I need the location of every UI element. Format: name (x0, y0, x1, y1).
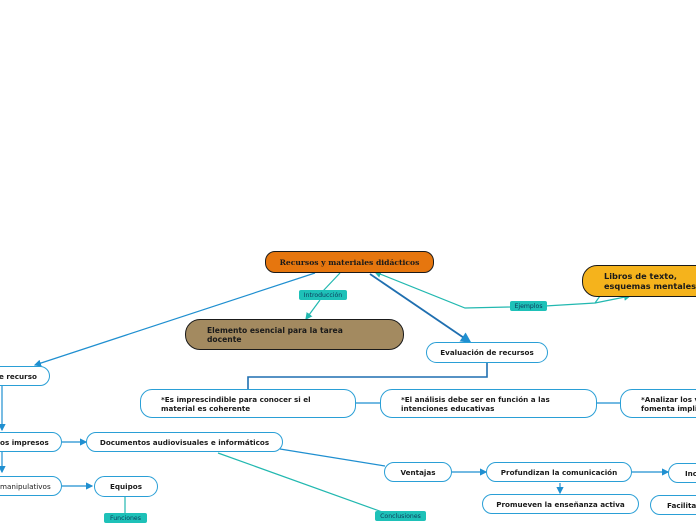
connector-root-introduccion (322, 272, 341, 292)
tag-ejemplos[interactable]: Ejemplos (510, 301, 547, 311)
node-imprescindible[interactable]: *Es imprescindible para conocer si el ma… (140, 389, 356, 418)
node-inc[interactable]: Inc (668, 463, 696, 483)
connector-root-tipos (33, 272, 316, 367)
connector-evaluacion-imprescindible (247, 363, 488, 391)
connector-audiovisuales-conclusiones (217, 452, 386, 514)
node-equipos[interactable]: Equipos (94, 476, 158, 497)
node-analisis-intenciones[interactable]: *El análisis debe ser en función a las i… (380, 389, 597, 418)
connector-ejemplos-books (594, 293, 632, 304)
connector-ejemplos-root (373, 270, 511, 309)
node-profundizan-comunicacion[interactable]: Profundizan la comunicación (486, 462, 632, 482)
node-promueven-ensenanza[interactable]: Promueven la enseñanza activa (482, 494, 639, 514)
node-tipos-recurso[interactable]: e recurso (0, 366, 50, 386)
tag-funciones[interactable]: Funciones (104, 513, 147, 523)
root-topic[interactable]: Recursos y materiales didácticos (265, 251, 434, 273)
connector-introduccion-essential (305, 299, 321, 320)
node-audiovisuales[interactable]: Documentos audiovisuales e informáticos (86, 432, 283, 452)
node-elemento-esencial[interactable]: Elemento esencial para la tarea docente (185, 319, 404, 350)
connector-books-ejemplos (544, 295, 601, 307)
node-libros-ejemplos[interactable]: Libros de texto, esquemas mentales,etc (582, 265, 696, 297)
node-ventajas[interactable]: Ventajas (384, 462, 452, 482)
node-evaluacion-recursos[interactable]: Evaluación de recursos (426, 342, 548, 363)
node-impresos[interactable]: os impresos (0, 432, 62, 452)
node-analizar-valores[interactable]: *Analizar los v fomenta implic (620, 389, 696, 418)
node-manipulativos[interactable]: manipulativos (0, 476, 62, 496)
node-facilita[interactable]: Facilita (650, 495, 696, 515)
connector-audiovisuales-ventajas (279, 448, 386, 467)
tag-conclusiones[interactable]: Conclusiones (375, 511, 426, 521)
tag-introduccion[interactable]: Introducción (299, 290, 347, 300)
connector-root-evaluacion (369, 273, 472, 344)
